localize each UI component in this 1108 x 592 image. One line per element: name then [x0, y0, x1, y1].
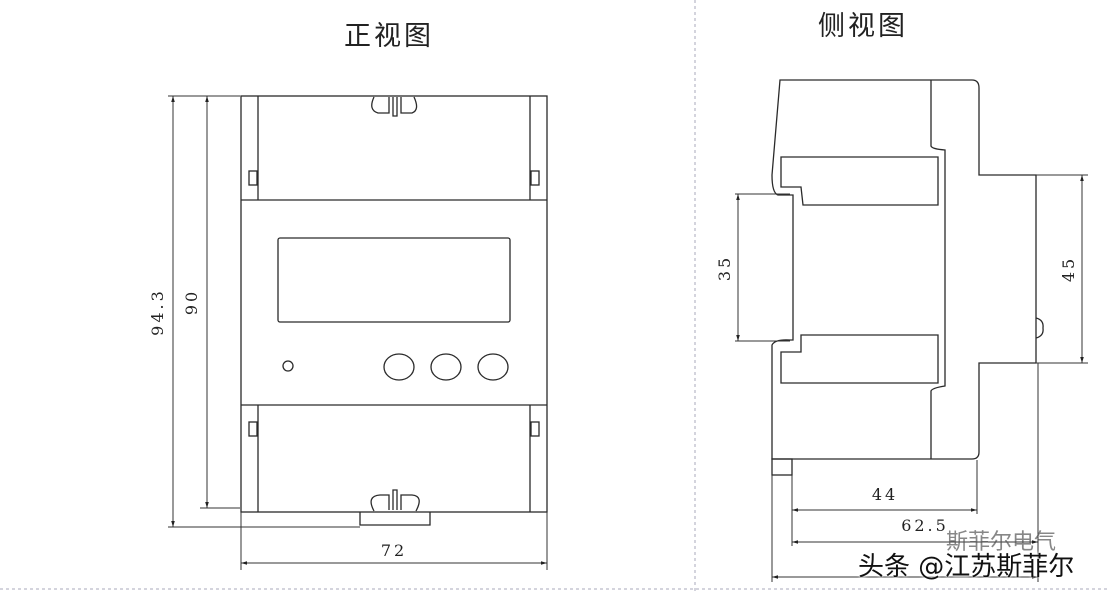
- side-view-title: 侧视图: [818, 11, 908, 42]
- side-bump: [1035, 317, 1044, 339]
- led-indicator: [282, 360, 294, 372]
- button-3: [477, 353, 509, 381]
- watermark-brand: 斯菲尔电气: [946, 530, 1057, 555]
- dim-height-total: 94.3: [148, 288, 167, 336]
- front-view-title: 正视图: [344, 21, 434, 52]
- dim-width: 72: [381, 541, 407, 560]
- front-body-outline: [240, 95, 548, 513]
- dim-height-body: 90: [182, 289, 201, 315]
- display-window: [277, 237, 511, 323]
- side-clip: [771, 458, 793, 476]
- dim-rail: 35: [715, 255, 734, 281]
- side-view: 35 45 44 62.5: [715, 79, 1088, 582]
- button-2: [430, 353, 462, 381]
- front-view: 94.3 90 72: [148, 95, 548, 570]
- upper-slot: [780, 156, 939, 206]
- watermark-source: 头条 @江苏斯菲尔: [858, 552, 1075, 582]
- button-1: [383, 353, 415, 381]
- dim-depth-partial: 62.5: [901, 516, 949, 535]
- dim-depth-body: 44: [872, 485, 898, 504]
- dim-front-height: 45: [1059, 256, 1078, 282]
- side-inner-line: [930, 80, 946, 459]
- side-body-outline: [771, 79, 1037, 460]
- bottom-clip: [359, 489, 431, 526]
- lower-slot: [780, 334, 939, 384]
- top-clip: [371, 96, 418, 117]
